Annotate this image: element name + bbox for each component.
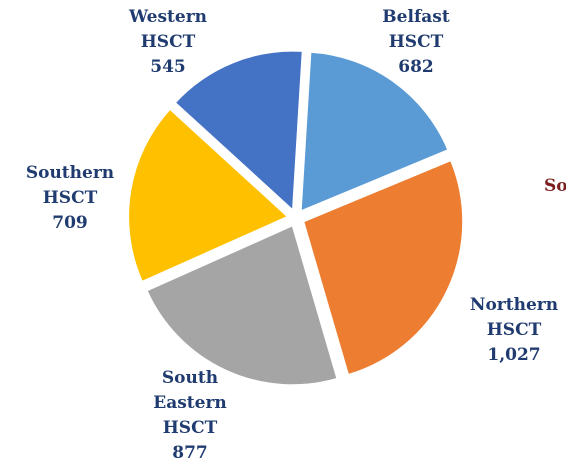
pie-slice-northern-hsct xyxy=(302,158,465,377)
data-label-line: HSCT xyxy=(141,32,196,52)
data-label-line: HSCT xyxy=(389,32,444,52)
pie-slice-southern-hsct xyxy=(127,107,290,284)
data-label-value: 709 xyxy=(52,213,88,233)
data-label-line: Western xyxy=(128,7,207,27)
data-label-value: 545 xyxy=(150,57,186,77)
data-label-line: HSCT xyxy=(43,188,98,208)
data-label-value: 877 xyxy=(172,443,208,463)
data-label-line: Northern xyxy=(470,295,558,315)
pie-slice-south-eastern-hsct xyxy=(145,223,339,387)
pie-slices xyxy=(127,49,465,387)
data-label-line: HSCT xyxy=(487,320,542,340)
data-label-line: Belfast xyxy=(382,7,450,27)
data-label-line: South xyxy=(162,368,218,388)
cropped-text-fragment: So xyxy=(544,176,566,196)
data-label-line: Eastern xyxy=(153,393,227,413)
pie-slice-western-hsct xyxy=(173,49,304,213)
data-label-value: 1,027 xyxy=(487,345,540,365)
pie-slice-belfast-hsct xyxy=(299,50,450,214)
data-label-value: 682 xyxy=(398,57,434,77)
data-label-line: HSCT xyxy=(163,418,218,438)
data-label-line: Southern xyxy=(26,163,114,183)
